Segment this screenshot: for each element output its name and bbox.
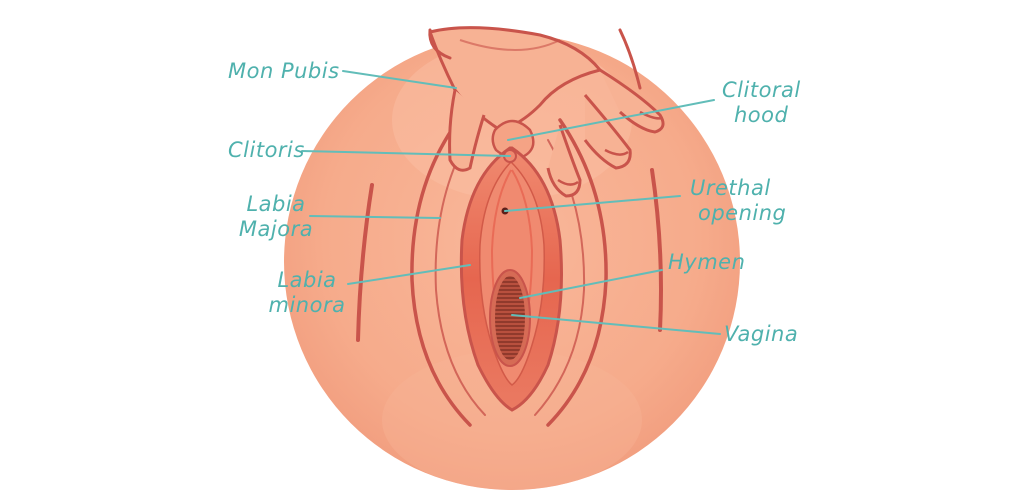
- labia-majora-right-outline: [546, 118, 608, 427]
- labia-majora-left-outline: [410, 123, 472, 427]
- leader-mon-pubis: [342, 70, 457, 89]
- right-thigh-line: [650, 168, 663, 332]
- label-urethral-opening: Urethal opening: [690, 176, 786, 226]
- label-urethral-opening-line2: opening: [698, 201, 787, 225]
- leader-labia-minora: [347, 264, 471, 285]
- label-vagina: Vagina: [724, 322, 799, 346]
- leader-vagina: [511, 314, 721, 335]
- leader-clitoral-hood: [507, 99, 715, 141]
- label-clitoral-hood-line1: Clitoral: [722, 78, 801, 102]
- label-clitoral-hood-line2: hood: [734, 103, 789, 127]
- leader-lines: [301, 70, 721, 335]
- label-urethral-opening-line1: Urethal: [690, 176, 771, 200]
- labia-majora-left-inner: [434, 134, 486, 416]
- label-labia-majora: Labia Majora: [236, 192, 316, 242]
- left-thigh-line: [356, 183, 374, 342]
- label-clitoral-hood: Clitoral hood: [722, 78, 801, 128]
- label-mon-pubis: Mon Pubis: [228, 59, 340, 83]
- label-hymen: Hymen: [668, 250, 746, 274]
- leader-labia-majora: [309, 215, 441, 219]
- label-labia-majora-line2: Majora: [238, 217, 314, 241]
- label-clitoris: Clitoris: [228, 138, 305, 162]
- label-labia-majora-line1: Labia: [246, 192, 306, 216]
- hymen-hatching: [495, 276, 525, 360]
- label-labia-minora: Labia minora: [262, 268, 352, 318]
- leader-clitoris: [301, 150, 511, 157]
- hand: [428, 26, 665, 198]
- leader-urethral-opening: [504, 195, 681, 212]
- label-labia-minora-line1: Labia: [277, 268, 337, 292]
- leader-hymen: [519, 269, 663, 299]
- label-labia-minora-line2: minora: [268, 293, 346, 317]
